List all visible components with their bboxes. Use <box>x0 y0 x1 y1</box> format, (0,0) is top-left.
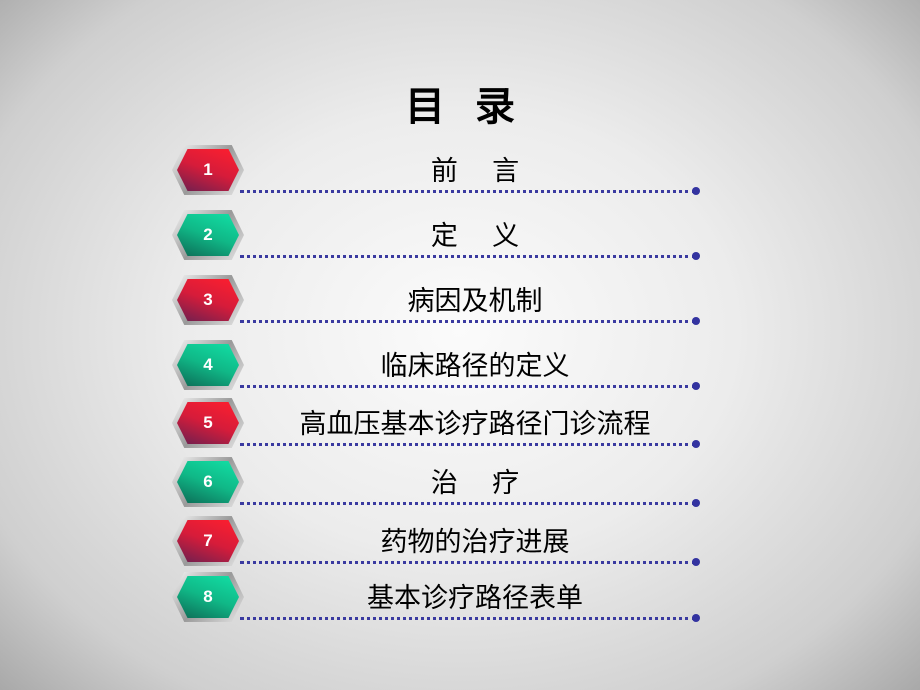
toc-item-label: 前 言 <box>430 156 520 187</box>
dotted-leader-line <box>240 320 696 323</box>
toc-item-7[interactable]: 7 药物的治疗进展 <box>170 514 710 572</box>
toc-item-label: 定 义 <box>430 221 520 252</box>
item-number: 8 <box>177 576 239 618</box>
toc-item-2[interactable]: 2 定 义 <box>170 208 710 266</box>
hexagon-number-badge: 1 <box>172 145 244 195</box>
leader-end-dot-icon <box>692 614 700 622</box>
dotted-leader-line <box>240 190 696 193</box>
toc-item-8[interactable]: 8 基本诊疗路径表单 <box>170 570 710 628</box>
hexagon-number-badge: 3 <box>172 275 244 325</box>
toc-item-3[interactable]: 3 病因及机制 <box>170 273 710 331</box>
leader-end-dot-icon <box>692 499 700 507</box>
hexagon-number-badge: 5 <box>172 398 244 448</box>
toc-item-6[interactable]: 6 治 疗 <box>170 455 710 513</box>
item-number: 3 <box>177 279 239 321</box>
page-title: 目录 <box>405 83 545 130</box>
toc-item-5[interactable]: 5 高血压基本诊疗路径门诊流程 <box>170 396 710 454</box>
dotted-leader-line <box>240 502 696 505</box>
toc-item-label: 高血压基本诊疗路径门诊流程 <box>299 409 651 440</box>
dotted-leader-line <box>240 617 696 620</box>
hexagon-number-badge: 7 <box>172 516 244 566</box>
dotted-leader-line <box>240 561 696 564</box>
hexagon-number-badge: 2 <box>172 210 244 260</box>
toc-item-4[interactable]: 4 临床路径的定义 <box>170 338 710 396</box>
dotted-leader-line <box>240 385 696 388</box>
hexagon-number-badge: 4 <box>172 340 244 390</box>
hexagon-number-badge: 6 <box>172 457 244 507</box>
item-number: 1 <box>177 149 239 191</box>
toc-item-label: 病因及机制 <box>407 286 543 317</box>
leader-end-dot-icon <box>692 187 700 195</box>
leader-end-dot-icon <box>692 252 700 260</box>
toc-item-label: 临床路径的定义 <box>380 351 570 382</box>
toc-item-1[interactable]: 1 前 言 <box>170 143 710 201</box>
item-number: 7 <box>177 520 239 562</box>
toc-item-label: 治 疗 <box>430 468 520 499</box>
item-number: 6 <box>177 461 239 503</box>
leader-end-dot-icon <box>692 382 700 390</box>
leader-end-dot-icon <box>692 558 700 566</box>
dotted-leader-line <box>240 443 696 446</box>
leader-end-dot-icon <box>692 440 700 448</box>
toc-item-label: 基本诊疗路径表单 <box>367 583 583 614</box>
toc-item-label: 药物的治疗进展 <box>380 527 570 558</box>
item-number: 4 <box>177 344 239 386</box>
dotted-leader-line <box>240 255 696 258</box>
hexagon-number-badge: 8 <box>172 572 244 622</box>
leader-end-dot-icon <box>692 317 700 325</box>
item-number: 5 <box>177 402 239 444</box>
item-number: 2 <box>177 214 239 256</box>
